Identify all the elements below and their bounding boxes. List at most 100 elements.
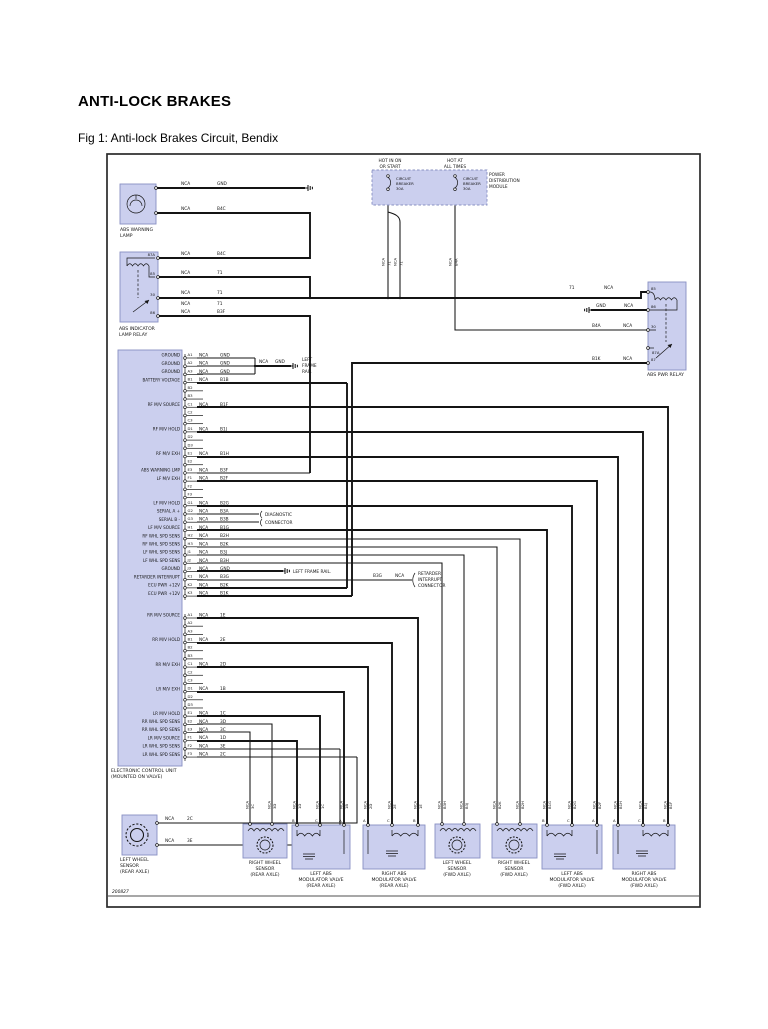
wire-label: NCA bbox=[199, 525, 208, 531]
ecu-pin-id: A2 bbox=[188, 360, 194, 365]
diagram-frame: 200827 bbox=[106, 153, 701, 908]
abs-indicator-lamp-relay: 87A 85 30 86 NCA B4C NCA 71 NCA 71 NCA 7… bbox=[119, 251, 226, 338]
relay-pin-label: 85 bbox=[150, 271, 155, 276]
wire-label: B4C bbox=[217, 251, 226, 257]
wire-label: B2G bbox=[220, 500, 229, 506]
wire-label: NCA bbox=[199, 541, 208, 547]
component-label: DISTRIBUTION bbox=[489, 178, 520, 184]
wire-label: B4A bbox=[592, 323, 601, 329]
ecu-signal-label: RF M/V EXH bbox=[156, 451, 180, 456]
svg-text:NCA: NCA bbox=[514, 801, 519, 809]
ecu-pin-id: K1 bbox=[188, 574, 193, 579]
ecu-pin-row: RF WHL SPD SENS H3 NCA B2K bbox=[142, 541, 229, 549]
wire-label: 3E bbox=[220, 743, 226, 749]
ecu-pin-id: B2 bbox=[188, 645, 194, 650]
svg-text:NCA: NCA bbox=[362, 801, 367, 809]
component-label: (FWD AXLE) bbox=[500, 872, 528, 878]
wire-label: 2C bbox=[187, 816, 193, 822]
ecu-pin-row: ECU PWR +12V K3 NCA B1K bbox=[148, 590, 229, 598]
wire-label: B2F bbox=[220, 476, 229, 482]
svg-text:B1H: B1H bbox=[618, 801, 623, 809]
diagram-number: 200827 bbox=[112, 889, 129, 895]
svg-text:1B: 1B bbox=[344, 804, 349, 809]
ecu-pin-row: F3 bbox=[183, 492, 203, 500]
wire-label: NCA bbox=[199, 591, 208, 597]
wire-label: 2D bbox=[220, 662, 227, 668]
component-label: (REAR AXLE) bbox=[306, 883, 335, 889]
retarder-connector-label: RETARDER bbox=[418, 571, 441, 577]
component-label: MODULATOR VALVE bbox=[371, 877, 416, 883]
svg-text:NCA: NCA bbox=[244, 801, 249, 809]
ecu-pin-row: C3 bbox=[183, 677, 203, 686]
ecu-signal-label: RR M/V EXH bbox=[156, 662, 180, 667]
ecu-signal-label: RR WHL SPD SENS bbox=[142, 727, 180, 732]
wire-label: GND bbox=[220, 353, 231, 359]
ecu-signal-label: ECU PWR +12V bbox=[148, 583, 180, 588]
svg-text:71: 71 bbox=[399, 261, 404, 266]
ecu-pin-id: F3 bbox=[188, 751, 193, 756]
ecu-pin-id: C2 bbox=[188, 409, 194, 414]
ecu-pin-id: G1 bbox=[188, 500, 194, 505]
svg-text:71: 71 bbox=[387, 261, 392, 266]
svg-text:NCA: NCA bbox=[436, 801, 441, 809]
ecu-signal-label: LR WHL SPD SENS bbox=[142, 752, 180, 757]
component-label: POWER bbox=[489, 172, 505, 178]
ecu-pin-id: H1 bbox=[188, 524, 194, 529]
wire-label: NCA bbox=[181, 181, 190, 187]
sensor-coil-icon bbox=[247, 828, 285, 832]
right-wheel-sensor-rear: RIGHT WHEEL SENSOR (REAR AXLE) bbox=[242, 822, 288, 878]
terminal-label: A bbox=[363, 818, 366, 823]
vertical-wire-label: NCA B3J bbox=[458, 801, 469, 809]
wire-label: NCA bbox=[199, 662, 208, 668]
svg-text:1E: 1E bbox=[418, 804, 423, 809]
wire-label: GND bbox=[275, 359, 286, 365]
vertical-wire-label: NCA B1F bbox=[662, 801, 673, 809]
ecu-pin-row: GROUND A3 NCA GND bbox=[162, 368, 231, 377]
relay-pin-label: 30 bbox=[150, 292, 155, 297]
wire-label: GND bbox=[220, 566, 231, 572]
ecu-signal-label: LR M/V HOLD bbox=[153, 711, 180, 716]
component-label: LEFT ABS bbox=[561, 871, 583, 877]
wire-label: B2K bbox=[220, 541, 229, 547]
ecu-pin-row: LR WHL SPD SENS F3 NCA 2C bbox=[142, 751, 226, 759]
right-abs-modulator-valve-rear: A C B RIGHT ABS MODULATOR VALVE (REAR AX… bbox=[362, 818, 426, 889]
page-title: ANTI-LOCK BRAKES bbox=[78, 93, 232, 110]
wire-label: NCA bbox=[199, 377, 208, 383]
ecu-pin-row: RR M/V EXH C1 NCA 2D bbox=[156, 661, 227, 669]
ecu-pin-id: K3 bbox=[188, 590, 193, 595]
ecu-pin-row: SERIAL B - G3 NCA B3B bbox=[159, 516, 229, 524]
relay-pin-label: 85 bbox=[651, 286, 656, 291]
diagnostic-connector-label: DIAGNOSTIC bbox=[265, 512, 292, 518]
wire-label: 3E bbox=[187, 838, 193, 844]
wire-label: NCA bbox=[199, 467, 208, 473]
component-label: LAMP bbox=[120, 233, 133, 239]
ecu-pin-id: B2 bbox=[188, 385, 194, 390]
ecu-signal-label: RF M/V SOURCE bbox=[148, 402, 181, 407]
sensor-coil-icon bbox=[496, 828, 534, 832]
ecu-signal-label: LR M/V EXH bbox=[156, 686, 180, 691]
component-label: MODULE bbox=[489, 184, 508, 190]
valve-coil-icon bbox=[546, 832, 573, 837]
wire-label: GND bbox=[596, 303, 607, 309]
component-label: (FWD AXLE) bbox=[558, 883, 586, 889]
relay-pin-label: 87A bbox=[148, 252, 156, 257]
ecu-pin-row: E2 bbox=[183, 459, 203, 467]
ecu-signal-label: BATTERY VOLTAGE bbox=[142, 377, 180, 382]
svg-text:NCA: NCA bbox=[541, 801, 546, 809]
ecu-pin-id: F2 bbox=[188, 483, 193, 488]
ecu-pin-row: LR M/V HOLD E1 NCA 1C bbox=[153, 710, 226, 718]
wire-label: NCA bbox=[165, 816, 174, 822]
vertical-wire-label: NCA B3H bbox=[436, 801, 447, 809]
wire-label: B2K bbox=[220, 582, 229, 588]
tone-ring-icon bbox=[448, 836, 466, 854]
svg-text:1C: 1C bbox=[320, 804, 325, 809]
sensor-coil-icon bbox=[439, 828, 477, 832]
ecu-pin-row: D3 bbox=[183, 442, 203, 451]
ecu-pin-id: E2 bbox=[188, 718, 193, 723]
component-label: LEFT WHEEL bbox=[120, 857, 149, 863]
wire-label: B2H bbox=[220, 533, 229, 539]
ecu-pin-row: RF WHL SPD SENS H2 NCA B2H bbox=[142, 533, 229, 541]
ecu-pin-id: D1 bbox=[188, 426, 194, 431]
component-label: (FWD AXLE) bbox=[630, 883, 658, 889]
breaker-label: BREAKER bbox=[396, 181, 414, 186]
